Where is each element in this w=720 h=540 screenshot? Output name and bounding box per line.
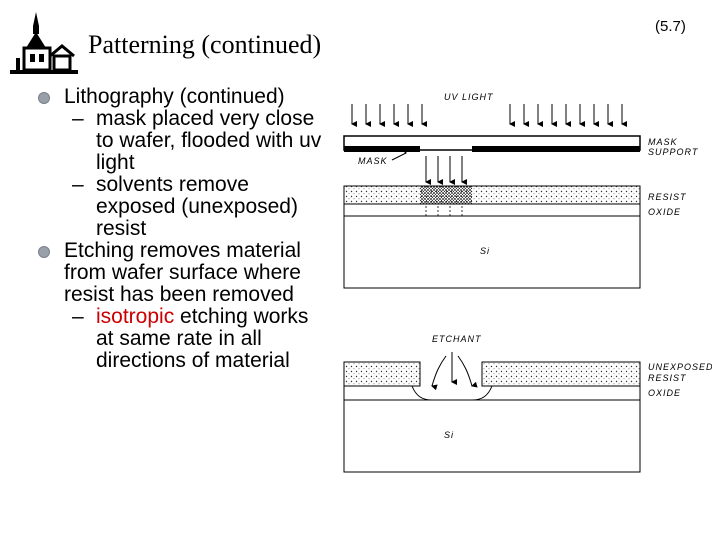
dash-icon: – <box>72 107 84 130</box>
page-number: (5.7) <box>655 18 686 35</box>
sub-bullet-item: – isotropic etching works at same rate i… <box>38 306 328 372</box>
mask-left <box>344 146 420 152</box>
uv-arrows <box>351 104 627 127</box>
sub-bullet-item: – mask placed very close to wafer, flood… <box>38 108 328 174</box>
etchant-label: ETCHANT <box>432 334 482 344</box>
unexposed-label-2: RESIST <box>648 373 687 383</box>
si-label-bottom: Si <box>444 430 454 440</box>
lithography-diagram: UV LIGHT MASK SUPPORT MASK RESIST OXIDE … <box>343 92 712 473</box>
oxide-label: OXIDE <box>648 207 681 217</box>
sub-bullet-text: etching works at same rate in all direct… <box>96 305 309 372</box>
highlighted-term: isotropic <box>96 305 175 328</box>
etched-oxide <box>343 385 641 401</box>
dash-icon: – <box>72 173 84 196</box>
resist-label: RESIST <box>648 192 687 202</box>
bullet-item: Lithography (continued) <box>38 86 328 108</box>
si-substrate-bottom <box>343 399 641 473</box>
mask-support-label-1: MASK <box>648 137 678 147</box>
bullet-text: Etching removes material from wafer surf… <box>64 239 301 306</box>
si-label: Si <box>480 246 490 256</box>
bullet-list: Lithography (continued) – mask placed ve… <box>38 86 328 372</box>
sub-bullet-text: solvents remove exposed (unexposed) resi… <box>96 173 298 240</box>
dash-icon: – <box>72 305 84 328</box>
mask-label: MASK <box>358 156 388 166</box>
mask-right <box>472 146 640 152</box>
university-logo-icon <box>10 12 78 74</box>
oxide-layer <box>343 203 641 217</box>
sub-bullet-text: mask placed very close to wafer, flooded… <box>96 107 322 174</box>
resist-layer <box>343 185 641 205</box>
unexposed-resist-right <box>481 361 641 387</box>
bullet-dot-icon <box>38 246 50 258</box>
si-substrate <box>343 215 641 289</box>
bullet-text: Lithography (continued) <box>64 85 285 108</box>
exposed-resist <box>420 186 472 204</box>
bullet-dot-icon <box>38 92 50 104</box>
unexposed-resist-left <box>343 361 421 387</box>
mask-support-label-2: SUPPORT <box>648 147 699 157</box>
sub-bullet-item: – solvents remove exposed (unexposed) re… <box>38 174 328 240</box>
slide-title: Patterning (continued) <box>88 30 322 59</box>
oxide-label-bottom: OXIDE <box>648 388 681 398</box>
unexposed-label-1: UNEXPOSED <box>648 362 712 372</box>
uv-light-label: UV LIGHT <box>444 92 494 102</box>
bullet-item: Etching removes material from wafer surf… <box>38 240 328 306</box>
